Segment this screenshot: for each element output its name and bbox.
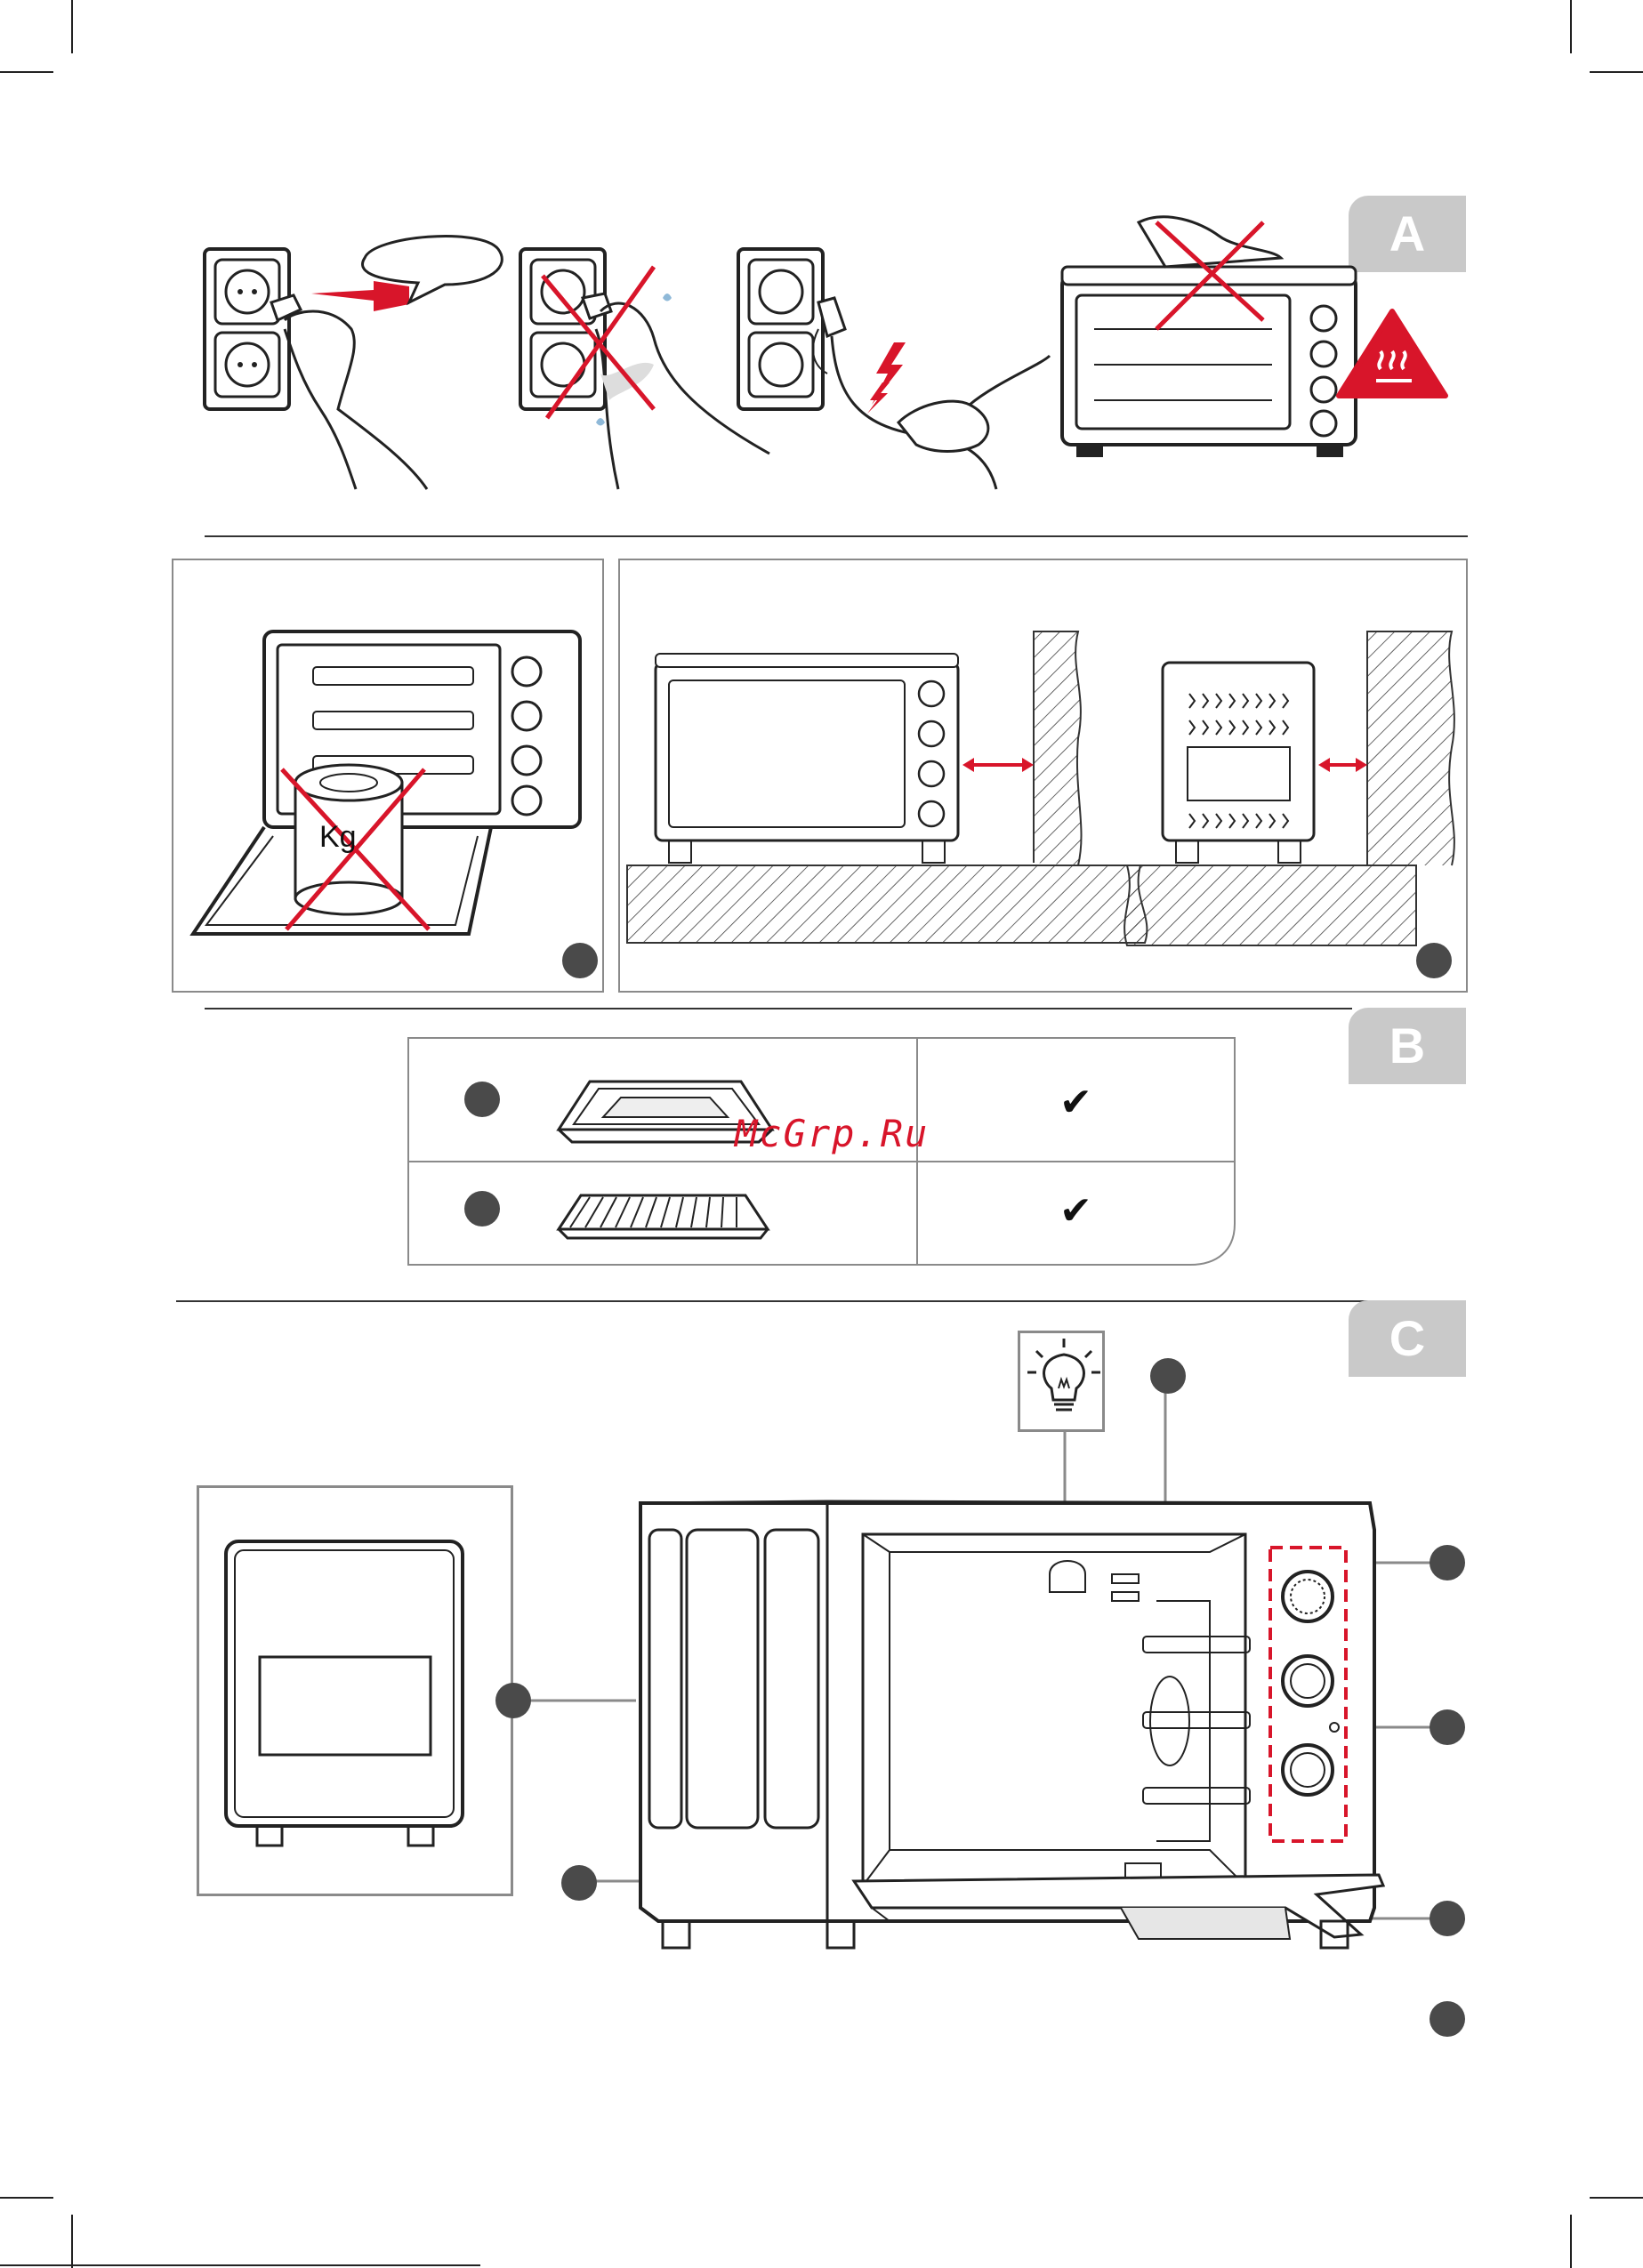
clearance-illustration [620, 560, 1470, 994]
section-c-tab: C [1349, 1300, 1466, 1377]
no-weight-panel: Kg [172, 559, 604, 993]
figure-marker [562, 943, 598, 978]
rack-check-mark: ✔ [1059, 1188, 1092, 1234]
callout-marker-rear [495, 1683, 531, 1718]
section-divider [205, 1008, 1352, 1009]
crop-mark [71, 0, 73, 53]
oven-main-illustration [498, 1423, 1477, 1974]
watermark: McGrp.Ru [735, 1112, 929, 1155]
tray-check-mark: ✔ [1059, 1080, 1092, 1125]
callout-marker-indicator [1430, 1709, 1465, 1745]
hot-surface-illustration [1059, 213, 1450, 462]
plug-in-illustration [196, 231, 516, 498]
crop-mark [0, 2264, 480, 2266]
rear-view-panel [197, 1485, 513, 1896]
lamp-icon [1020, 1333, 1107, 1435]
accessory-marker [464, 1082, 500, 1117]
callout-marker-door [561, 1865, 597, 1901]
figure-marker [1416, 943, 1452, 978]
crop-mark [0, 71, 53, 73]
crop-mark [0, 2197, 53, 2199]
oven-door-weight-illustration [184, 614, 593, 952]
callout-marker-rack [1150, 1358, 1186, 1394]
rear-view-illustration [199, 1488, 516, 1899]
callout-marker-tray [1430, 1901, 1465, 1936]
wire-rack-icon [554, 1190, 777, 1243]
callout-marker-controls [1430, 1545, 1465, 1580]
crop-mark [1570, 0, 1572, 53]
crop-mark [1570, 2215, 1572, 2268]
crop-mark [1590, 71, 1643, 73]
crop-mark [71, 2215, 73, 2268]
pull-cord-illustration [729, 231, 1050, 498]
section-divider [205, 535, 1468, 537]
lamp-box [1018, 1331, 1105, 1432]
callout-marker [1430, 2001, 1465, 2037]
weight-label: Kg [319, 820, 357, 855]
section-divider [176, 1300, 1450, 1302]
section-b-tab: B [1349, 1008, 1466, 1084]
clearance-panel [618, 559, 1468, 993]
crop-mark [1590, 2197, 1643, 2199]
accessory-marker [464, 1191, 500, 1226]
